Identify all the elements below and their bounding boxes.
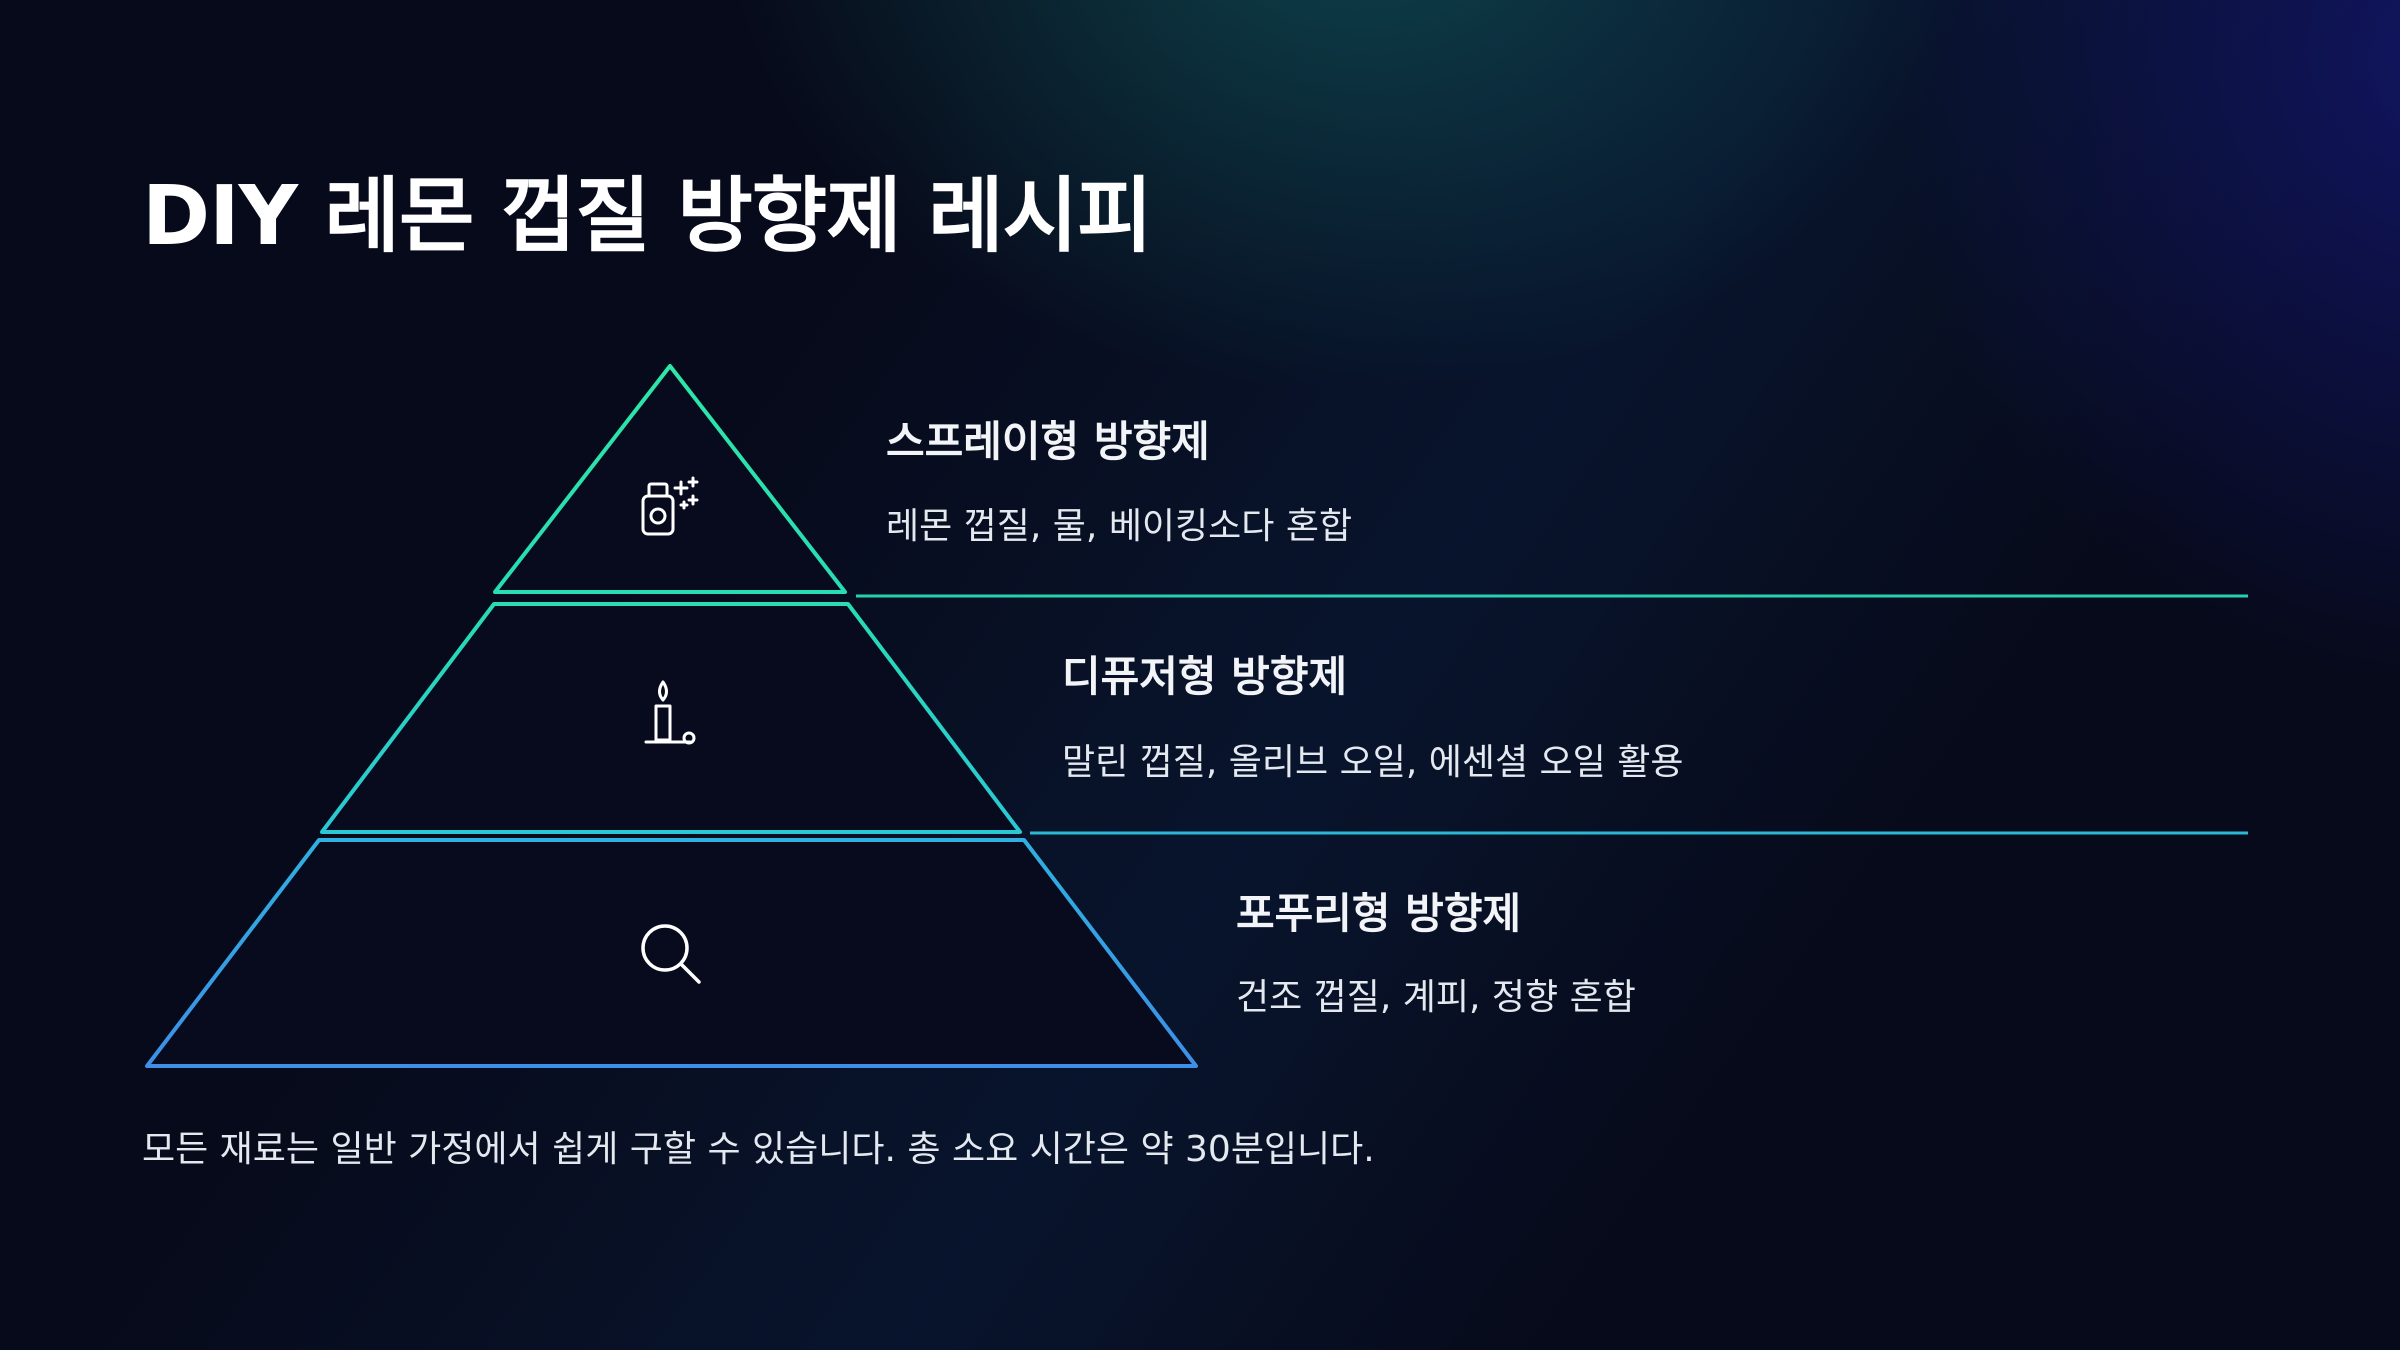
level-3-heading: 포푸리형 방향제 (1236, 889, 1522, 938)
footer-note: 모든 재료는 일반 가정에서 쉽게 구할 수 있습니다. 총 소요 시간은 약 … (142, 1129, 1375, 1170)
pyramid-level-3 (145, 838, 1198, 1068)
level-1-description: 레몬 껍질, 물, 베이킹소다 혼합 (886, 506, 1353, 547)
page-title: DIY 레몬 껍질 방향제 레시피 (142, 169, 1153, 264)
magnifier-icon (641, 924, 701, 984)
candle-icon (644, 680, 696, 745)
pyramid-level-1 (493, 364, 847, 594)
level-3-description: 건조 껍질, 계피, 정향 혼합 (1236, 977, 1636, 1018)
level-2-heading: 디퓨저형 방향제 (1062, 652, 1348, 701)
level-1-heading: 스프레이형 방향제 (886, 417, 1210, 466)
level-2-description: 말린 껍질, 올리브 오일, 에센셜 오일 활용 (1062, 742, 1684, 783)
spray-bottle-icon (641, 476, 699, 536)
